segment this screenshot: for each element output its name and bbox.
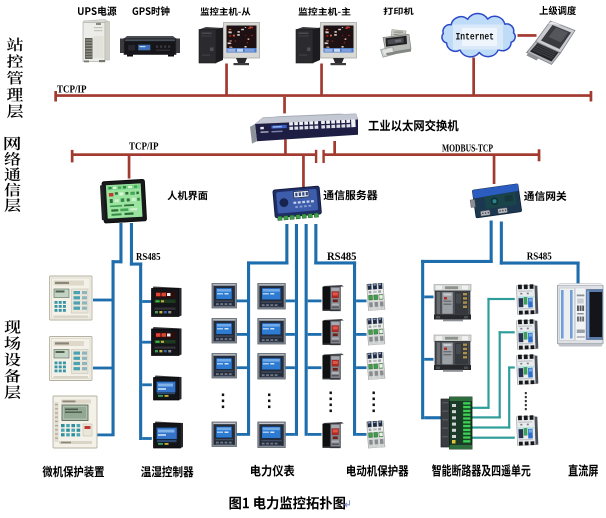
svg-text:Internet: Internet xyxy=(456,32,495,43)
svg-text:TCP/IP: TCP/IP xyxy=(129,141,159,153)
svg-text:TCP/IP: TCP/IP xyxy=(57,83,87,95)
svg-text:RS485: RS485 xyxy=(527,252,552,263)
svg-text:RS485: RS485 xyxy=(136,252,161,263)
svg-text:MODBUS-TCP: MODBUS-TCP xyxy=(442,143,493,154)
svg-text:RS485: RS485 xyxy=(327,251,357,263)
